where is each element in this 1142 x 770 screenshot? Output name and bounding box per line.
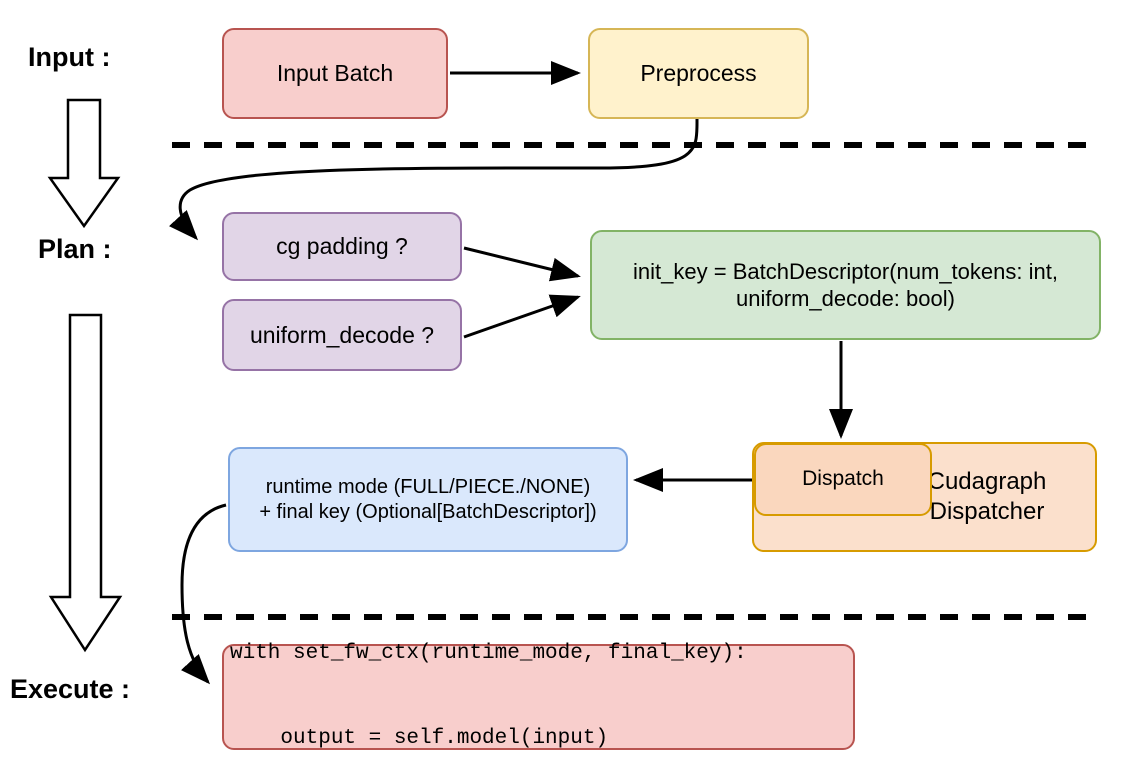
node-cudagraph-dispatcher-line1: Cudagraph bbox=[927, 468, 1047, 495]
node-cg-padding[interactable]: cg padding ? bbox=[222, 212, 462, 281]
node-preprocess-label: Preprocess bbox=[640, 60, 757, 87]
node-runtime-mode[interactable]: runtime mode (FULL/PIECE./NONE) + final … bbox=[228, 447, 628, 552]
edge-runtime-mode-to-code-block bbox=[180, 503, 227, 685]
stage-label-execute: Execute : bbox=[10, 674, 131, 704]
node-cudagraph-dispatcher-line2: Dispatcher bbox=[929, 498, 1045, 525]
edge-uniform-decode-to-init-key bbox=[463, 294, 581, 339]
node-runtime-mode-line1: runtime mode (FULL/PIECE./NONE) bbox=[265, 475, 591, 498]
node-cg-padding-label: cg padding ? bbox=[276, 233, 408, 260]
input-to-plan-arrow bbox=[47, 98, 121, 229]
stage-label-plan: Plan : bbox=[38, 234, 112, 264]
node-dispatch-label: Dispatch bbox=[802, 467, 884, 491]
node-code-block-line2: output = self.model(input) bbox=[230, 727, 609, 751]
edge-cg-padding-to-init-key bbox=[463, 246, 581, 282]
node-code-block[interactable]: with set_fw_ctx(runtime_mode, final_key)… bbox=[222, 642, 855, 751]
node-init-key-line1: init_key = BatchDescriptor(num_tokens: i… bbox=[633, 258, 1058, 284]
node-dispatch[interactable]: Dispatch bbox=[754, 443, 932, 516]
node-uniform-decode[interactable]: uniform_decode ? bbox=[222, 299, 462, 371]
node-input-batch[interactable]: Input Batch bbox=[222, 28, 448, 119]
plan-to-execute-arrow bbox=[48, 313, 123, 653]
node-init-key[interactable]: init_key = BatchDescriptor(num_tokens: i… bbox=[590, 230, 1101, 340]
node-uniform-decode-label: uniform_decode ? bbox=[249, 321, 435, 348]
node-init-key-line2: uniform_decode: bool) bbox=[736, 286, 955, 311]
node-runtime-mode-line2: + final key (Optional[BatchDescriptor]) bbox=[259, 500, 597, 523]
stage-label-input: Input : bbox=[28, 42, 111, 72]
node-input-batch-label: Input Batch bbox=[276, 60, 394, 87]
node-preprocess[interactable]: Preprocess bbox=[588, 28, 809, 119]
node-code-block-line1: with set_fw_ctx(runtime_mode, final_key)… bbox=[230, 642, 747, 666]
